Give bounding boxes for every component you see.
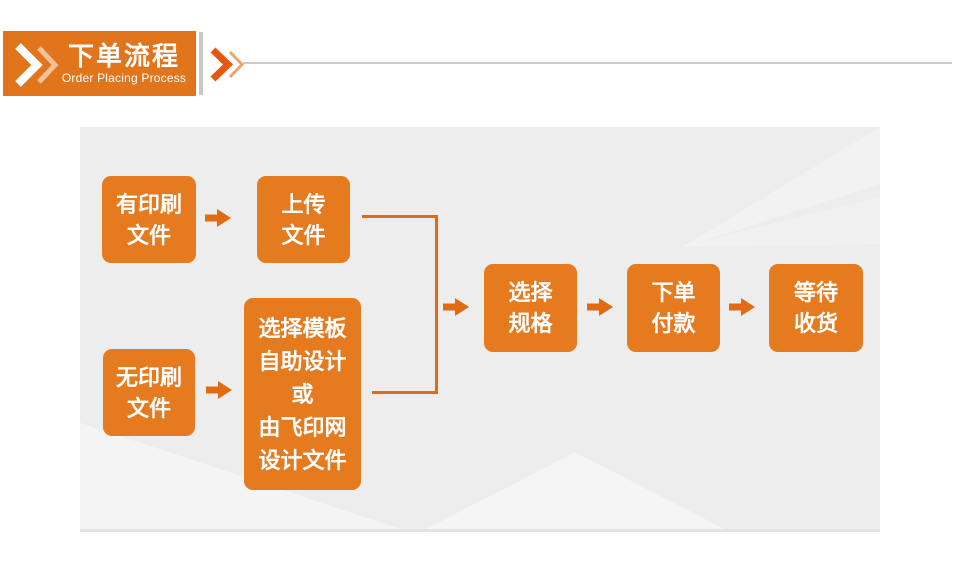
page-subtitle: Order Placing Process <box>61 71 187 85</box>
arrow-right-icon <box>206 379 232 401</box>
box-line: 有印刷 <box>115 191 182 217</box>
box-line: 文件 <box>126 222 171 248</box>
flow-box-template-or-design-service: 选择模板 自助设计 或 由飞印网 设计文件 <box>244 298 361 490</box>
flow-box-wait-receive: 等待 收货 <box>769 264 863 352</box>
box-line: 选择模板 <box>258 315 347 341</box>
connector-line-bottom <box>372 391 438 394</box>
header-rule-line <box>243 62 952 64</box>
flow-box-choose-spec: 选择 规格 <box>484 264 577 352</box>
double-chevron-right-icon <box>15 43 59 87</box>
box-line: 下单 <box>651 280 696 305</box>
arrow-right-icon <box>729 296 755 318</box>
flow-box-no-print-file: 无印刷 文件 <box>103 349 195 436</box>
arrow-right-icon <box>587 296 613 318</box>
box-line: 由飞印网 <box>258 414 347 440</box>
box-line: 设计文件 <box>258 447 347 473</box>
header-divider-bar <box>199 32 203 95</box>
box-line: 等待 <box>793 280 838 305</box>
background-triangle-decoration <box>420 452 730 529</box>
box-line: 无印刷 <box>115 364 182 390</box>
box-line: 上传 <box>281 191 326 217</box>
box-line: 文件 <box>126 395 171 421</box>
box-line: 规格 <box>508 311 553 336</box>
box-line: 付款 <box>651 311 696 336</box>
flowchart-canvas: 有印刷 文件 上传 文件 无印刷 文件 选择模板 自助设计 或 由飞印网 设计文… <box>80 127 880 532</box>
double-chevron-right-icon <box>210 47 245 82</box>
section-header-titles: 下单流程 Order Placing Process <box>55 31 193 96</box>
box-line: 收货 <box>793 311 838 336</box>
box-line: 自助设计 <box>258 348 347 374</box>
flow-box-upload-file: 上传 文件 <box>257 176 350 263</box>
page-title: 下单流程 <box>67 41 180 71</box>
connector-line-top <box>362 215 438 218</box>
box-line: 或 <box>291 381 314 407</box>
flow-box-has-print-file: 有印刷 文件 <box>102 176 196 263</box>
box-line: 文件 <box>281 222 326 248</box>
connector-line-vertical <box>435 215 438 394</box>
section-header-badge: 下单流程 Order Placing Process <box>3 31 196 96</box>
box-line: 选择 <box>508 280 553 305</box>
arrow-right-icon <box>443 296 469 318</box>
arrow-right-icon <box>205 207 231 229</box>
flow-box-place-order-pay: 下单 付款 <box>627 264 720 352</box>
